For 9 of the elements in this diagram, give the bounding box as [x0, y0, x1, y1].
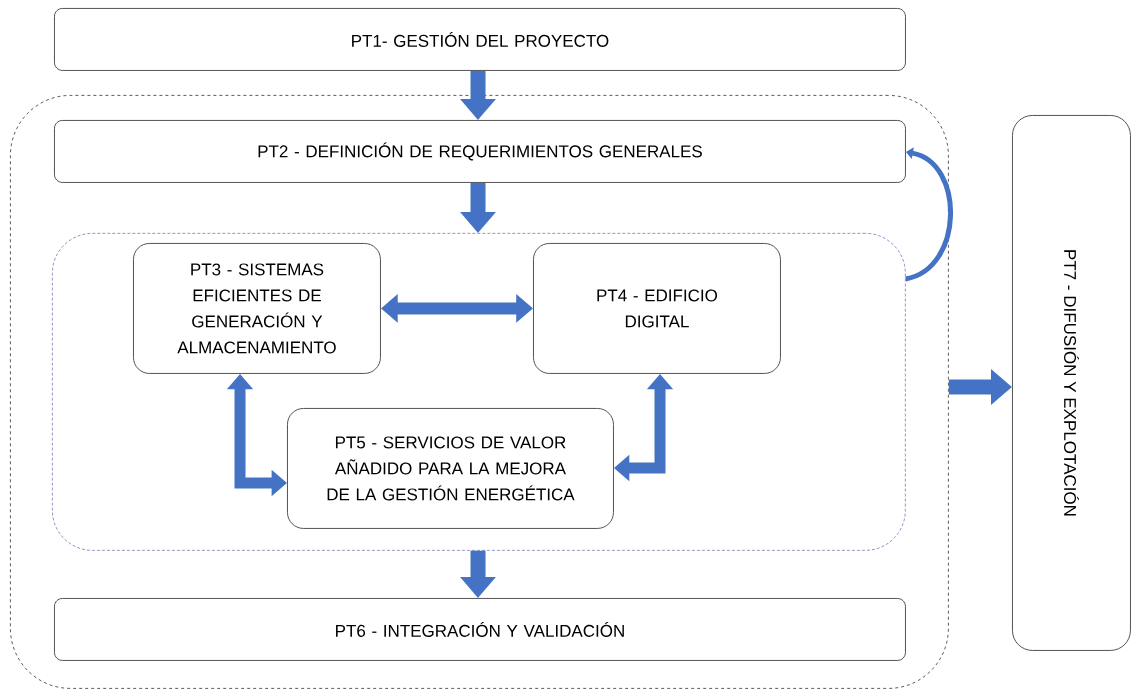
dashed-region: [10, 95, 949, 689]
process-box: PT4 - EDIFICIO DIGITAL: [533, 243, 781, 374]
process-box: PT3 - SISTEMAS EFICIENTES DE GENERACIÓN Y ALMACENAMIENTO: [133, 243, 381, 374]
process-box: PT1- GESTIÓN DEL PROYECTO: [54, 8, 906, 71]
process-box: PT6 - INTEGRACIÓN Y VALIDACIÓN: [54, 598, 906, 661]
process-box: PT7 - DIFUSIÓN Y EXPLOTACIÓN: [1012, 115, 1131, 651]
process-box: PT5 - SERVICIOS DE VALOR AÑADIDO PARA LA MEJORA DE LA GESTIÓN ENERGÉTICA: [287, 408, 614, 529]
dashed-region: [52, 233, 906, 551]
process-box: PT2 - DEFINICIÓN DE REQUERIMIENTOS GENERALES: [54, 120, 906, 183]
